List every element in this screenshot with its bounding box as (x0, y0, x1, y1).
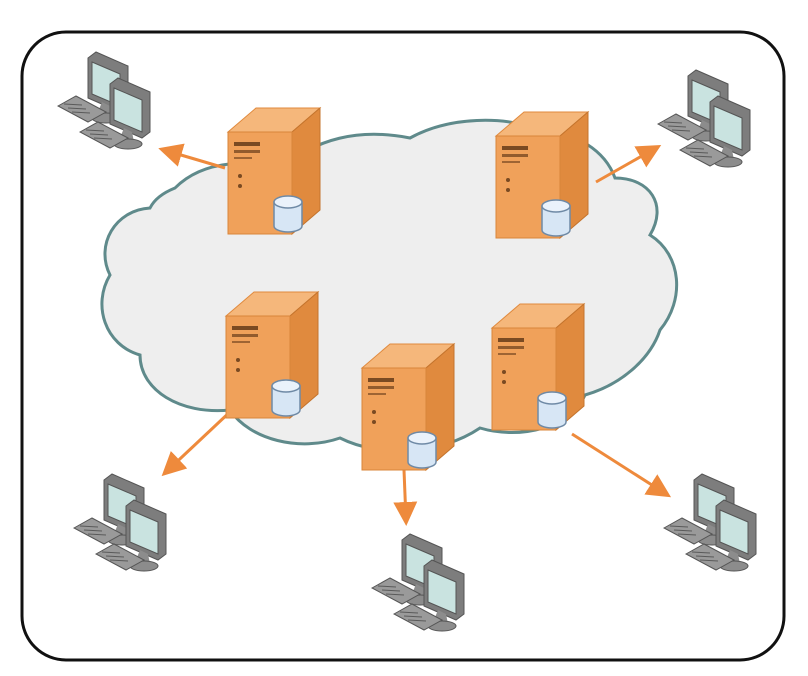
server-database-icon (490, 302, 586, 432)
server-database-icon (224, 290, 320, 420)
workstation-icon (56, 51, 151, 150)
database-icon (537, 391, 567, 429)
server-database-icon (360, 342, 456, 472)
connection-arrow-1 (158, 143, 226, 170)
workstation-icon (656, 69, 751, 168)
database-icon (407, 431, 437, 469)
server-database-icon (494, 110, 590, 240)
workstation-icon (662, 473, 757, 572)
connection-arrow-3 (161, 408, 234, 477)
server-database-icon (226, 106, 322, 236)
database-icon (541, 199, 571, 237)
database-icon (271, 379, 301, 417)
workstation-icon (72, 473, 167, 572)
connection-arrow-5 (571, 432, 672, 498)
connection-arrow-2 (595, 145, 662, 184)
database-icon (273, 195, 303, 233)
connection-arrow-4 (393, 469, 418, 526)
workstation-icon (370, 533, 465, 632)
